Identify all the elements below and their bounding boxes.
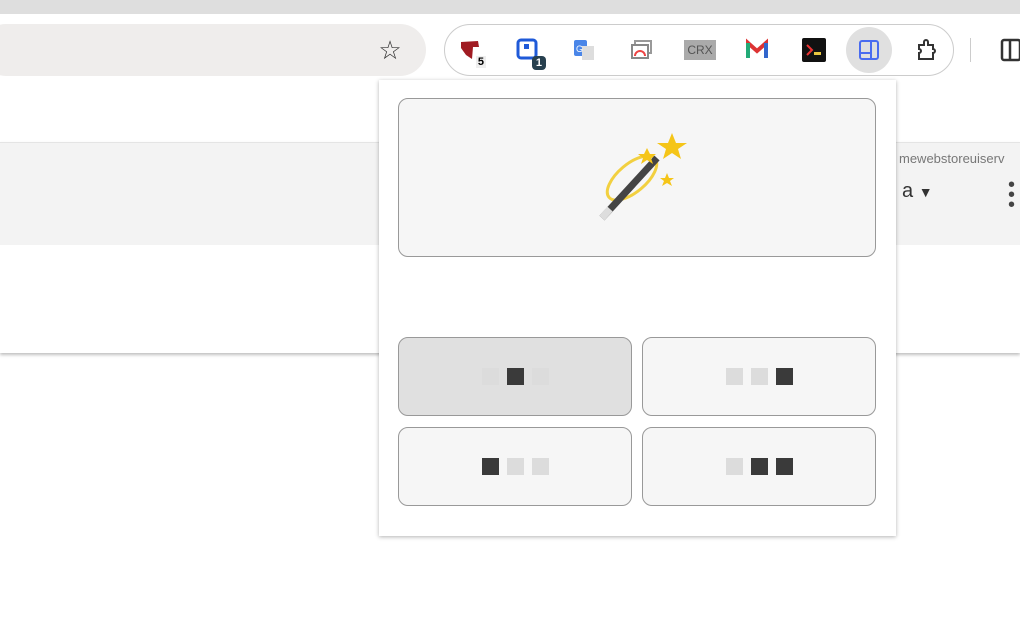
pane-icon bbox=[481, 368, 499, 385]
layout-option-left[interactable] bbox=[398, 427, 632, 506]
terminal-icon bbox=[802, 38, 826, 62]
toolbar-divider bbox=[970, 38, 971, 62]
shield-extension-button[interactable]: 5 bbox=[450, 30, 490, 70]
pane-icon bbox=[506, 368, 524, 385]
shield-icon bbox=[461, 41, 479, 59]
pane-icon bbox=[750, 368, 768, 385]
terminal-extension-button[interactable] bbox=[794, 30, 834, 70]
bookmark-star-icon[interactable]: ☆ bbox=[378, 35, 402, 65]
layout-popup bbox=[379, 80, 896, 536]
page-url-text: mewebstoreuiserv bbox=[899, 151, 1005, 166]
pane-icon bbox=[531, 458, 549, 475]
google-translate-button[interactable]: G bbox=[564, 30, 604, 70]
pane-icon bbox=[775, 368, 793, 385]
extensions-area bbox=[444, 24, 954, 76]
pane-icon bbox=[725, 458, 743, 475]
side-panel-icon[interactable] bbox=[1000, 38, 1020, 62]
m-logo-icon bbox=[746, 38, 768, 58]
language-label: a bbox=[902, 180, 914, 202]
extensions-menu-button[interactable] bbox=[908, 30, 948, 70]
language-selector[interactable]: a ▼ bbox=[902, 180, 933, 203]
side-panel-layout-extension-button[interactable] bbox=[846, 27, 892, 73]
layout-option-right[interactable] bbox=[642, 337, 876, 416]
layout-option-center[interactable] bbox=[398, 337, 632, 416]
pane-icon bbox=[531, 368, 549, 385]
web-store-launcher-button[interactable] bbox=[622, 30, 662, 70]
address-bar[interactable] bbox=[0, 24, 426, 76]
translate-icon: G bbox=[574, 40, 594, 60]
pane-icon bbox=[775, 458, 793, 475]
pane-icon bbox=[481, 458, 499, 475]
pane-icon bbox=[725, 368, 743, 385]
tab-icon bbox=[516, 38, 538, 60]
dropdown-arrow-icon: ▼ bbox=[918, 184, 933, 200]
svg-text:G: G bbox=[576, 44, 583, 54]
layout-panel-icon bbox=[859, 40, 879, 60]
tab-strip bbox=[0, 0, 1020, 14]
window-rainbow-icon bbox=[631, 40, 652, 59]
layout-option-right-two[interactable] bbox=[642, 427, 876, 506]
tab-extension-button[interactable]: 1 bbox=[508, 30, 548, 70]
magic-layout-button[interactable] bbox=[398, 98, 876, 257]
pane-icon bbox=[506, 458, 524, 475]
magic-wand-icon bbox=[599, 132, 687, 220]
pane-icon bbox=[750, 458, 768, 475]
puzzle-icon bbox=[918, 39, 936, 60]
apps-grid-icon[interactable]: ••• bbox=[1008, 174, 1016, 216]
crx-extension-button[interactable]: CRX bbox=[680, 30, 720, 70]
m-extension-button[interactable] bbox=[737, 30, 777, 70]
